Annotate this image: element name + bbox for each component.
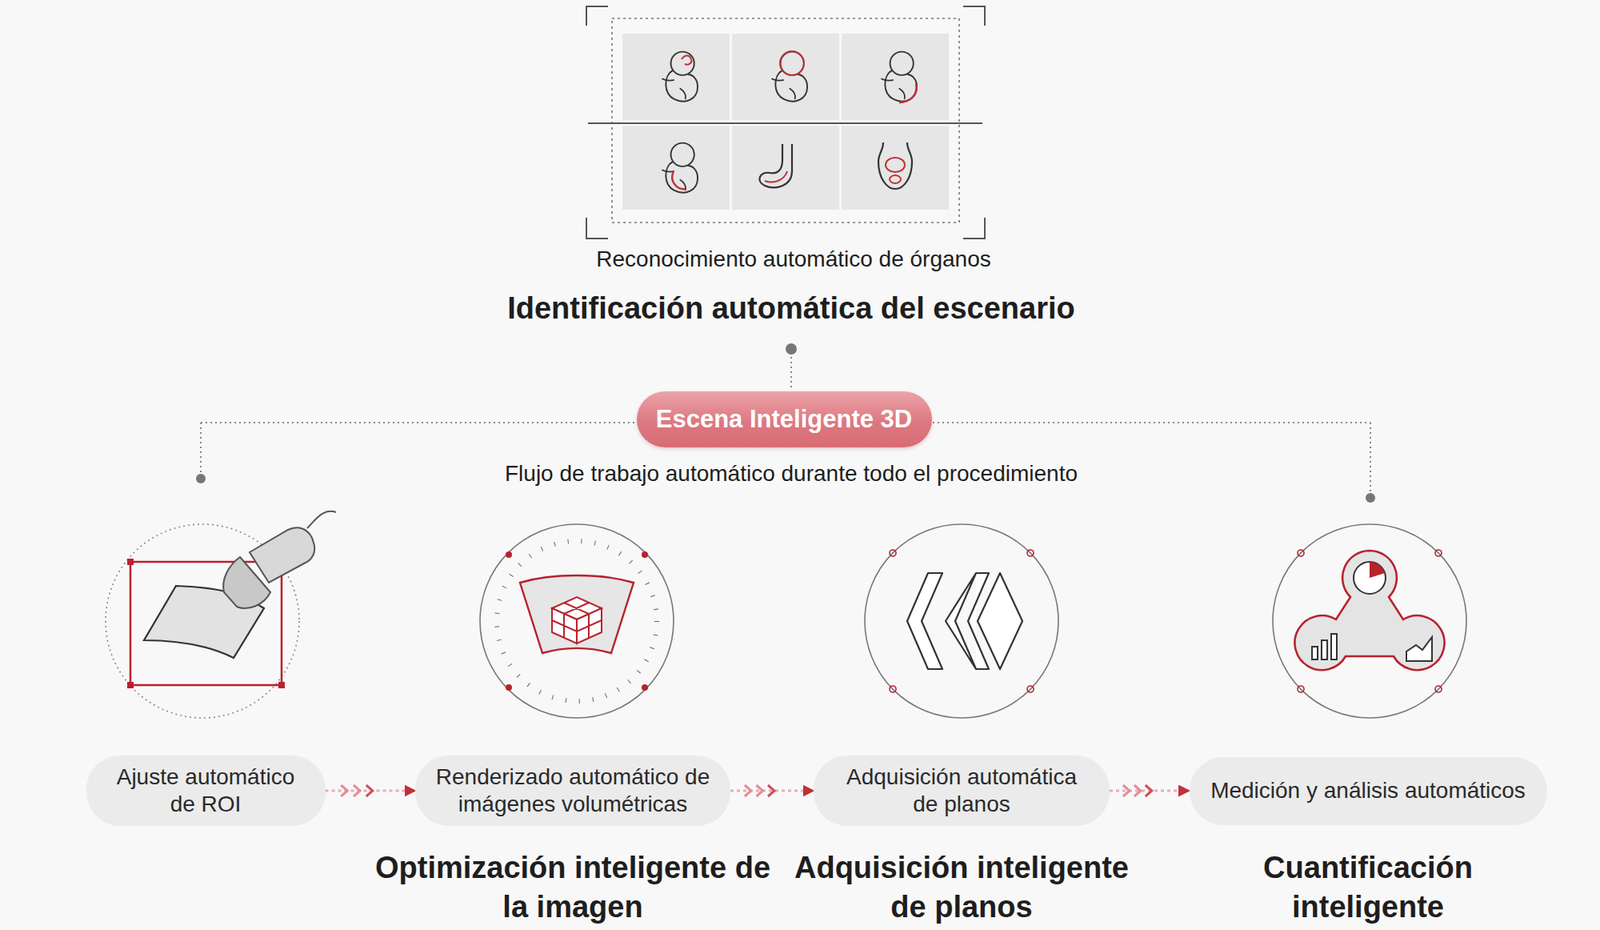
node-text: Escena Inteligente 3D [656, 404, 912, 434]
section-heading: Cuantificación inteligente [1208, 848, 1528, 927]
dotted-tree [200, 352, 1371, 495]
caption-text: Reconocimiento automático de órganos [513, 244, 1074, 274]
flow-arrow [730, 784, 814, 796]
step-pill: Renderizado automático de imágenes volum… [415, 755, 731, 826]
flow-arrow [1109, 784, 1190, 796]
workflow-text: Flujo de trabajo automático durante todo… [391, 459, 1192, 488]
organ-cells [622, 33, 949, 210]
planes-icon [864, 524, 1059, 718]
step-pill: Medición y análisis automáticos [1189, 756, 1548, 825]
step-pill: Ajuste automático de ROI [86, 755, 326, 826]
organ-frame [586, 6, 985, 239]
node-text: Ajuste automático de ROI [104, 763, 308, 818]
hub-pill: Escena Inteligente 3D [636, 391, 932, 448]
section-heading: Optimización inteligente de la imagen [364, 848, 781, 927]
step-pill: Adquisición automática de planos [813, 755, 1110, 826]
node-text: Medición y análisis automáticos [1210, 776, 1526, 804]
analytics-icon [1272, 524, 1467, 718]
fetus-icons [661, 51, 917, 193]
tree-dots [196, 343, 1376, 503]
roi-icon [105, 511, 336, 718]
dotted-frame [612, 18, 960, 223]
node-text: Renderizado automático de imágenes volum… [432, 763, 713, 818]
scan-line [588, 122, 983, 124]
flow-arrow [325, 784, 416, 796]
node-text: Adquisición automática de planos [831, 763, 1092, 818]
section-heading: Adquisición inteligente de planos [777, 848, 1146, 927]
render-icon [480, 524, 674, 718]
section-heading: Identificación automática del escenario [431, 289, 1152, 327]
